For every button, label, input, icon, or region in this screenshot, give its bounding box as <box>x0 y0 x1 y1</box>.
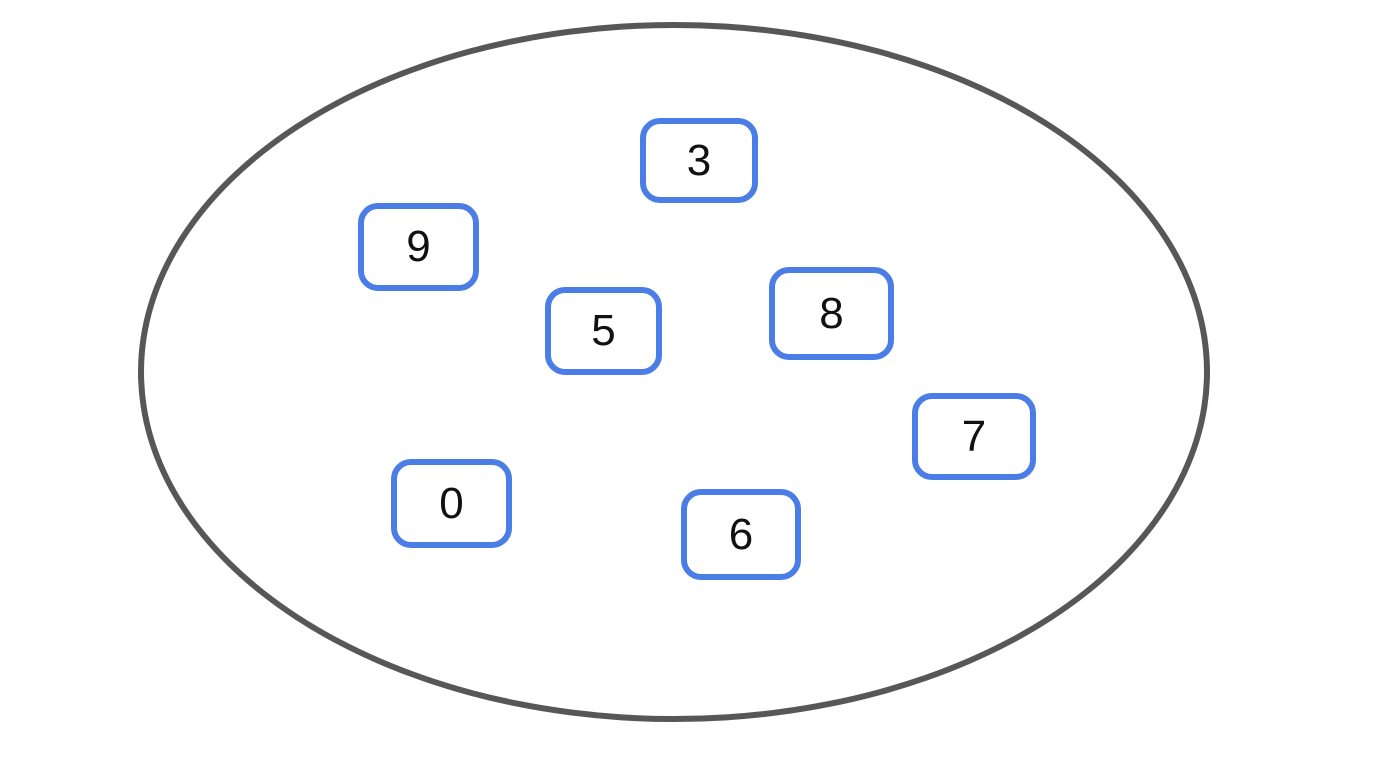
number-tile-5[interactable]: 5 <box>545 287 662 375</box>
number-tile-6[interactable]: 6 <box>681 489 801 580</box>
number-tile-7[interactable]: 7 <box>912 393 1036 480</box>
number-tile-3[interactable]: 3 <box>640 118 758 203</box>
tile-number-label: 5 <box>591 306 616 355</box>
tile-number-label: 9 <box>406 222 431 271</box>
number-tile-9[interactable]: 9 <box>358 203 479 291</box>
number-tile-8[interactable]: 8 <box>769 267 894 360</box>
tile-number-label: 6 <box>728 509 754 559</box>
number-tile-0[interactable]: 0 <box>391 459 512 548</box>
tile-number-label: 7 <box>961 411 987 461</box>
tile-number-label: 0 <box>439 478 464 528</box>
tile-number-label: 8 <box>819 288 844 338</box>
tile-number-label: 3 <box>686 135 712 185</box>
